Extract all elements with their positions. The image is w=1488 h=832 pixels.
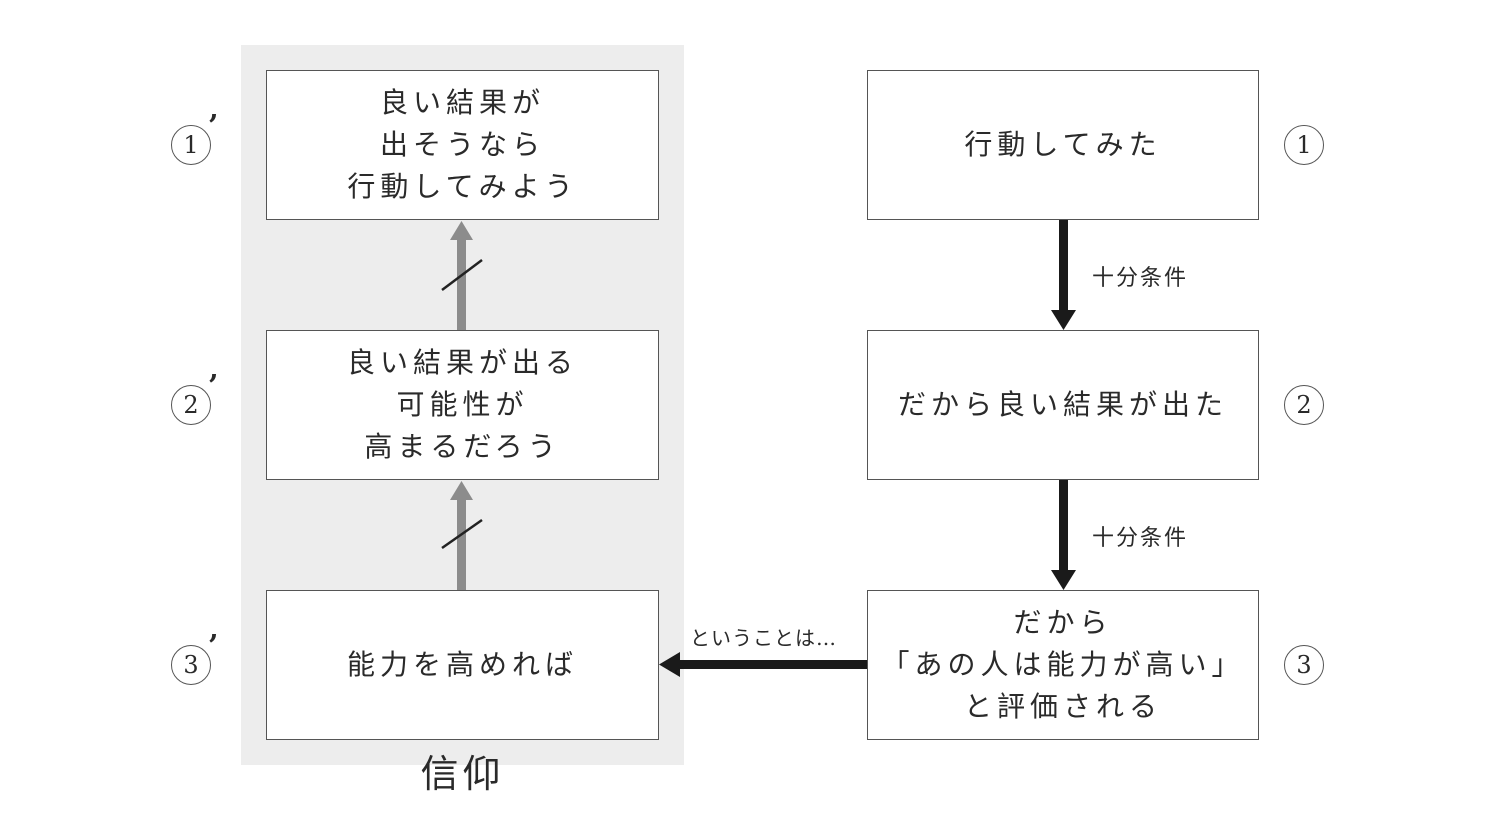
left-marker-3: 3 xyxy=(171,645,211,685)
left-node-1: 良い結果が 出そうなら 行動してみよう xyxy=(266,70,659,220)
negation-slash-lower xyxy=(441,518,483,550)
right-node-3-line-2: 「あの人は能力が高い」 xyxy=(881,648,1245,681)
left-marker-2-prime: ’ xyxy=(208,369,219,404)
left-node-1-line-3: 行動してみよう xyxy=(347,170,578,203)
left-node-1-line-2: 出そうなら xyxy=(379,128,545,161)
edge-label-therefore: ということは… xyxy=(690,626,837,650)
left-node-2-line-1: 良い結果が出る xyxy=(346,346,578,379)
right-node-3-line-1: だから xyxy=(1013,606,1113,639)
left-marker-1-prime: ’ xyxy=(208,109,219,144)
belief-panel-label: 信仰 xyxy=(420,752,505,796)
left-node-2: 良い結果が出る 可能性が 高まるだろう xyxy=(266,330,659,480)
right-arrow-2-to-3 xyxy=(1051,480,1076,590)
right-marker-2: 2 xyxy=(1284,385,1324,425)
right-arrow-1-to-2 xyxy=(1051,220,1076,330)
left-arrow-3-to-2 xyxy=(441,481,483,590)
left-marker-3-prime: ’ xyxy=(208,629,219,664)
left-arrow-2-to-1 xyxy=(441,221,483,330)
right-node-2: だから良い結果が出た xyxy=(867,330,1259,480)
left-node-3: 能力を高めれば xyxy=(266,590,659,740)
edge-label-sufficient-1: 十分条件 xyxy=(1092,266,1189,291)
left-node-3-line-1: 能力を高めれば xyxy=(346,648,578,681)
left-node-2-line-2: 可能性が xyxy=(396,388,529,421)
negation-slash-upper xyxy=(441,259,483,291)
right-marker-3: 3 xyxy=(1284,645,1324,685)
right-node-1: 行動してみた xyxy=(867,70,1259,220)
right-node-3: だから 「あの人は能力が高い」 と評価される xyxy=(867,590,1259,740)
edge-label-sufficient-2: 十分条件 xyxy=(1092,526,1189,551)
right-node-2-line-1: だから良い結果が出た xyxy=(897,388,1228,421)
left-node-2-line-3: 高まるだろう xyxy=(364,430,561,463)
arrow-right3-to-left3 xyxy=(659,652,867,677)
left-node-1-line-1: 良い結果が xyxy=(379,86,545,119)
right-marker-1: 1 xyxy=(1284,125,1324,165)
right-node-3-line-3: と評価される xyxy=(963,690,1162,723)
left-marker-1: 1 xyxy=(171,125,211,165)
left-marker-2: 2 xyxy=(171,385,211,425)
right-node-1-line-1: 行動してみた xyxy=(964,128,1162,161)
